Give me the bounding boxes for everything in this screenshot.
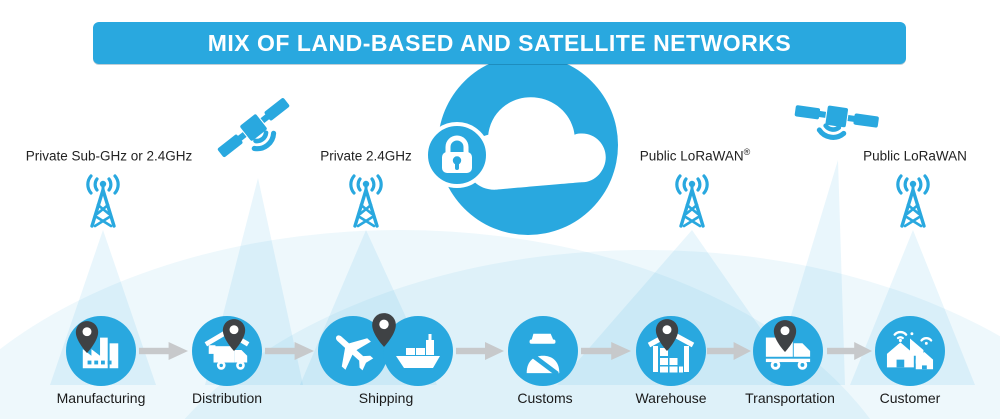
flow-arrow-icon — [265, 342, 314, 360]
location-pin-icon — [372, 313, 396, 347]
network-label-private-subghz: Private Sub-GHz or 2.4GHz — [25, 148, 193, 164]
flow-arrow-icon — [827, 342, 872, 360]
page-title: MIX OF LAND-BASED AND SATELLITE NETWORKS — [207, 29, 792, 56]
stage-label-customs: Customs — [517, 390, 573, 406]
stage-node-customs — [508, 316, 578, 386]
stage-node-shipping-sea — [383, 316, 453, 386]
stage-label-transportation: Transportation — [745, 390, 835, 406]
satellite-icon — [794, 105, 879, 140]
title-banner: MIX OF LAND-BASED AND SATELLITE NETWORKS — [93, 22, 906, 64]
satellite-icon — [217, 98, 290, 158]
ship-icon — [396, 334, 440, 368]
radio-tower-icon — [675, 174, 709, 228]
smart-homes-icon — [886, 330, 934, 370]
stage-label-shipping: Shipping — [358, 390, 414, 406]
stage-label-manufacturing: Manufacturing — [56, 390, 146, 406]
factory-icon — [82, 337, 119, 369]
flow-arrow-icon — [707, 342, 751, 360]
location-pin-icon — [75, 321, 99, 353]
lock-icon — [442, 135, 472, 173]
flow-arrow-icon — [139, 342, 188, 360]
cloud-icon — [465, 97, 606, 190]
lock-badge — [424, 122, 490, 188]
stage-node-customer — [875, 316, 945, 386]
flow-arrow-icon — [581, 342, 631, 360]
airplane-icon — [335, 335, 374, 371]
location-pin-icon — [773, 320, 797, 352]
network-label-private-24ghz: Private 2.4GHz — [320, 148, 412, 164]
stage-label-warehouse: Warehouse — [635, 390, 707, 406]
network-label-public-lorawan: Public LoRaWAN — [863, 148, 967, 164]
network-label-public-lorawan-reg: Public LoRaWAN® — [639, 147, 751, 164]
radio-tower-icon — [896, 174, 930, 228]
stage-label-distribution: Distribution — [191, 390, 263, 406]
location-pin-icon — [655, 319, 679, 351]
stage-label-customer: Customer — [879, 390, 941, 406]
customs-officer-icon — [526, 333, 560, 375]
stage-node-warehouse — [636, 316, 706, 386]
radio-tower-icon — [349, 174, 383, 228]
radio-tower-icon — [86, 174, 120, 228]
location-pin-icon — [222, 319, 246, 351]
flow-arrow-icon — [456, 342, 504, 360]
